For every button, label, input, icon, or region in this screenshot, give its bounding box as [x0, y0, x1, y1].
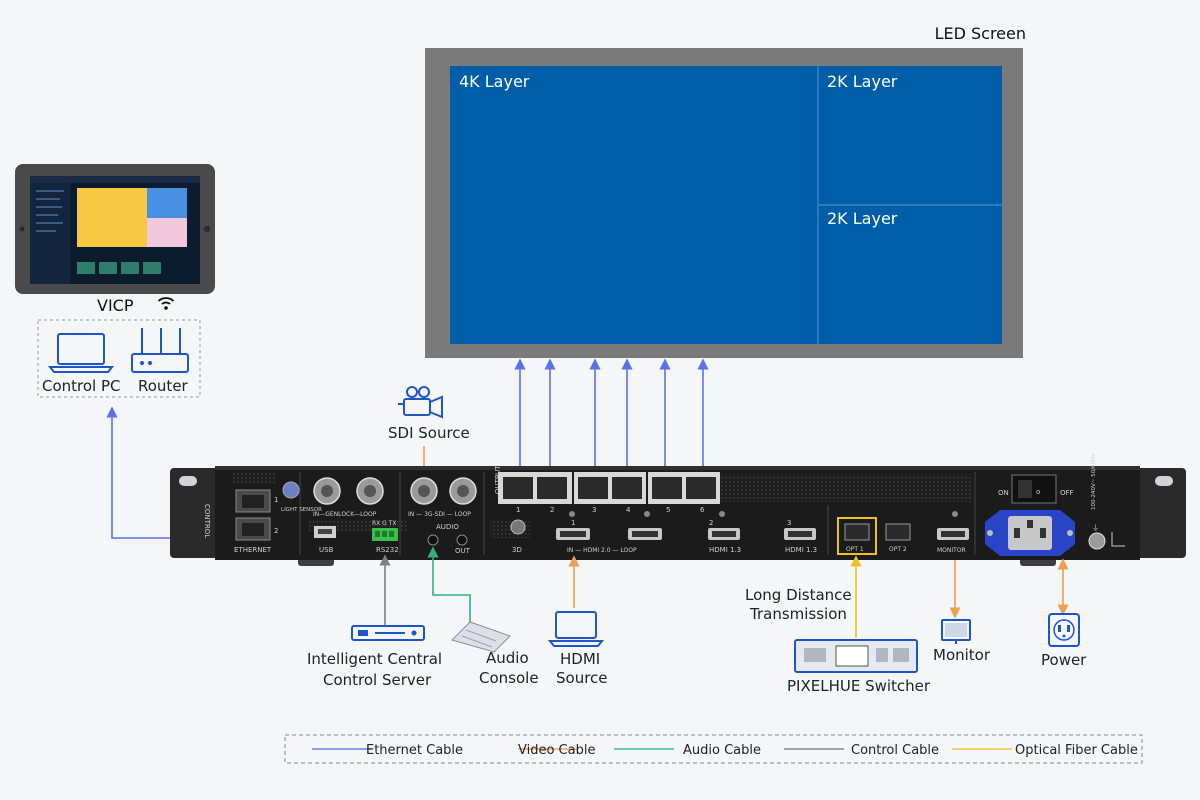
voltage-label: 100-240V~ 50/60Hz [1091, 454, 1097, 510]
central-server-label-1: Intelligent Central [307, 650, 442, 668]
laptop-icon [47, 333, 115, 373]
legend-label-3: Control Cable [851, 743, 939, 758]
output-ethernet-arrows [514, 358, 709, 470]
router-icon [131, 328, 189, 373]
light-sensor-label: LIGHT SENSOR [281, 507, 322, 513]
svg-text:2: 2 [550, 506, 554, 514]
svg-text:2: 2 [709, 519, 713, 527]
legend-label-0: Ethernet Cable [366, 743, 463, 758]
ethernet-port-label: ETHERNET [234, 546, 272, 554]
genlock-label: IN—GENLOCK—LOOP [313, 511, 377, 518]
svg-text:⏚: ⏚ [1092, 524, 1099, 532]
svg-text:6: 6 [700, 506, 705, 514]
audio-console-icon [451, 621, 511, 653]
svg-text:1: 1 [516, 506, 520, 514]
power-label: Power [1041, 651, 1087, 669]
switch-off-label: OFF [1060, 489, 1074, 497]
svg-text:o: o [1036, 488, 1040, 496]
audio-console-label-1: Audio [486, 649, 529, 667]
switcher-icon [794, 639, 918, 673]
switch-on-label: ON [998, 489, 1009, 497]
hdmi-source-label-2: Source [556, 669, 608, 687]
processor-device: CONTROL 1 2 ETHERNET LIGHT SENSOR IN—GEN… [170, 454, 1186, 566]
audio-label: AUDIO [436, 523, 459, 531]
rs232-label: RS232 [376, 546, 399, 554]
monitor-label: Monitor [933, 646, 991, 664]
svg-text:3: 3 [592, 506, 596, 514]
svg-text:1: 1 [571, 519, 575, 527]
svg-text:4: 4 [626, 506, 631, 514]
led-screen: LED Screen 4K Layer 2K Layer 2K Layer [425, 24, 1026, 358]
camera-icon [398, 386, 443, 419]
3d-label: 3D [512, 546, 522, 554]
audio-out-label: OUT [455, 547, 471, 555]
long-distance-label-2: Transmission [749, 605, 847, 623]
long-distance-label-1: Long Distance [745, 586, 852, 604]
vicp-label: VICP [97, 296, 134, 315]
control-pc-label: Control PC [42, 377, 121, 395]
usb-label: USB [319, 546, 334, 554]
hdmi20-label: IN — HDMI 2.0 — LOOP [567, 547, 637, 554]
legend-label-4: Optical Fiber Cable [1015, 743, 1138, 758]
hdmi13-label-1: HDMI 1.3 [709, 546, 741, 554]
sdi-source-label: SDI Source [388, 424, 470, 442]
control-label: CONTROL [203, 504, 211, 538]
svg-text:3: 3 [787, 519, 791, 527]
sdi-port-label: IN — 3G-SDI — LOOP [408, 511, 471, 518]
legend-label-1: Video Cable [518, 743, 595, 758]
switcher-label: PIXELHUE Switcher [787, 677, 931, 695]
layer-2k-top-label: 2K Layer [827, 72, 898, 91]
wifi-icon [157, 297, 175, 310]
legend: Ethernet Cable Video Cable Audio Cable Cont… [284, 734, 1143, 764]
vicp-tablet: VICP [15, 164, 215, 315]
power-outlet-icon [1048, 613, 1080, 647]
opt1-label: OPT 1 [846, 546, 864, 553]
audio-cable-console [427, 546, 471, 625]
central-server-label-2: Control Server [323, 671, 432, 689]
rxgtx-label: RX G TX [372, 520, 397, 527]
layer-2k-bottom-label: 2K Layer [827, 209, 898, 228]
svg-text:1: 1 [274, 496, 278, 504]
layer-4k-label: 4K Layer [459, 72, 530, 91]
led-screen-title: LED Screen [935, 24, 1026, 43]
svg-text:2: 2 [274, 527, 278, 535]
opt2-label: OPT 2 [889, 546, 907, 553]
router-label: Router [138, 377, 189, 395]
monitor-icon [941, 619, 971, 644]
monitor-port-label: MONITOR [937, 547, 966, 554]
hdmi-source-label-1: HDMI [560, 650, 600, 668]
central-server-icon [351, 625, 425, 641]
control-group-box [37, 319, 201, 398]
legend-label-2: Audio Cable [683, 743, 761, 758]
hdmi13-label-2: HDMI 1.3 [785, 546, 817, 554]
svg-text:5: 5 [666, 506, 670, 514]
hdmi-laptop-icon [547, 611, 605, 647]
audio-console-label-2: Console [479, 669, 539, 687]
